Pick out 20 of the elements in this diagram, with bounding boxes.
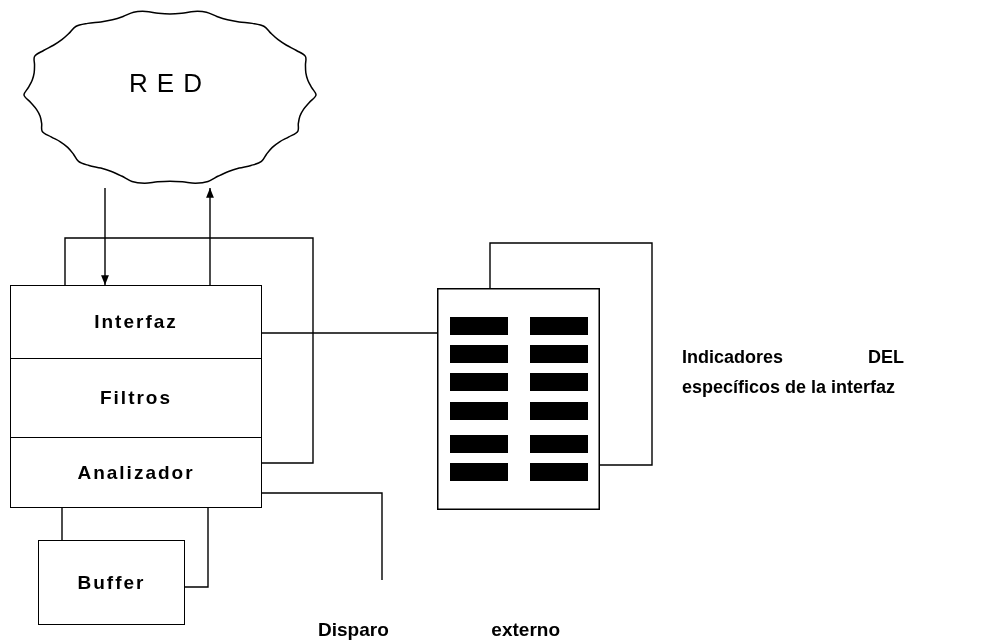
connector-line bbox=[261, 492, 383, 581]
connector-line bbox=[184, 507, 209, 588]
box-label: Interfaz bbox=[94, 311, 178, 333]
box-label: Disparo externo bbox=[318, 619, 560, 641]
indicator-panel bbox=[437, 288, 600, 510]
connector-line bbox=[261, 332, 438, 334]
process-box bbox=[10, 285, 262, 359]
box-label: Analizador bbox=[77, 461, 195, 484]
network-label: RED bbox=[129, 67, 211, 99]
process-box bbox=[10, 358, 262, 438]
connector-line bbox=[61, 507, 63, 541]
caption-text: Indicadores DEL específicos de la interfaz bbox=[682, 346, 904, 399]
arrow bbox=[206, 187, 214, 286]
connector-line bbox=[489, 242, 653, 466]
box-label: Buffer bbox=[77, 571, 146, 594]
process-box bbox=[38, 540, 185, 625]
connector-line bbox=[64, 237, 314, 464]
box-label: Filtros bbox=[99, 387, 173, 409]
arrow bbox=[101, 187, 109, 286]
process-box bbox=[10, 437, 262, 508]
